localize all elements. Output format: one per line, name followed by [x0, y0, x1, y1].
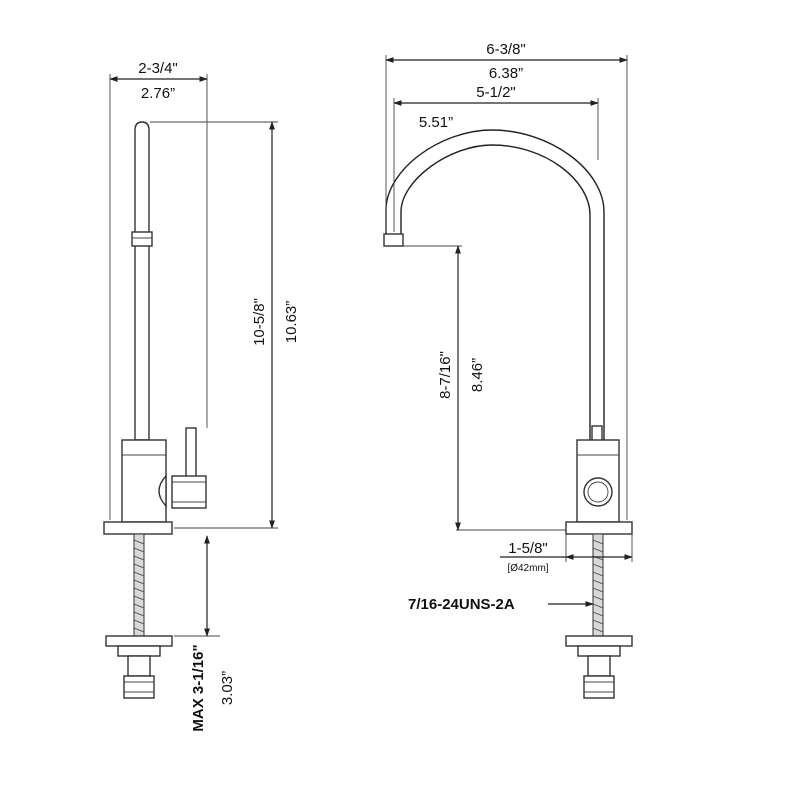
front-base-frac-label: 1-5/8" — [508, 540, 548, 557]
side-base-plate — [103, 521, 173, 535]
front-base-plate — [565, 521, 633, 535]
front-threaded-rod — [592, 533, 604, 637]
front-base-mm-label: [Ø42mm] — [507, 563, 548, 574]
front-reach-dec-label: 5.51” — [419, 114, 453, 131]
front-spout-height-frac-label: 8-7/16" — [437, 351, 454, 399]
side-threaded-rod — [133, 533, 145, 637]
front-faucet-body — [576, 439, 620, 523]
side-height-frac-label: 10-5/8" — [251, 298, 268, 346]
side-spout-tube — [131, 121, 153, 441]
side-width-dec-label: 2.76” — [141, 85, 175, 102]
front-reach-total-frac-label: 6-3/8" — [486, 41, 526, 58]
front-reach-frac-label: 5-1/2" — [476, 84, 516, 101]
side-max-frac-label: MAX 3-1/16" — [190, 644, 207, 731]
side-mounting-hardware — [105, 635, 173, 699]
front-reach-total-dec-label: 6.38” — [489, 65, 523, 82]
side-handle-lever — [185, 427, 197, 479]
side-height-dec-label: 10.63” — [283, 301, 300, 344]
front-gooseneck-spout — [383, 129, 605, 440]
side-view: 2-3/4" 2.76” 10-5/8" 10.63” MAX 3-1/16" … — [103, 60, 300, 732]
front-view: 6-3/8" 6.38” 5-1/2" 5.51” 8-7/16" 8.46” … — [383, 41, 633, 699]
front-spout-height-dec-label: 8.46” — [469, 358, 486, 392]
side-max-dec-label: 3.03” — [219, 671, 236, 705]
thread-spec-label: 7/16-24UNS-2A — [408, 596, 515, 613]
side-width-frac-label: 2-3/4" — [138, 60, 178, 77]
front-mounting-hardware — [565, 635, 633, 699]
